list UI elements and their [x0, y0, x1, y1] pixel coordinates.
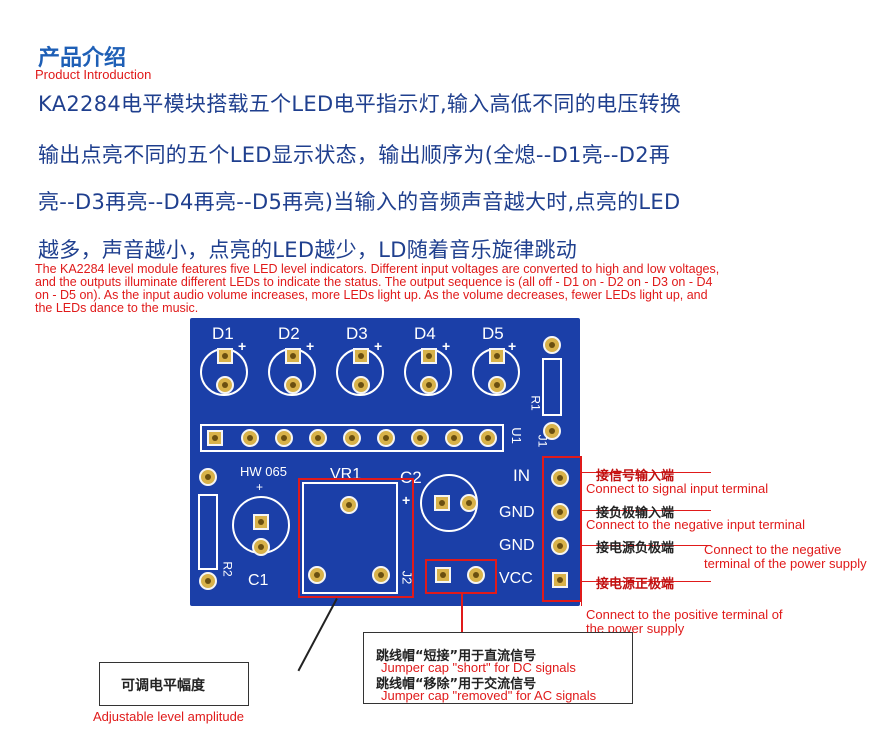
negative-input-en: Connect to the negative input terminal [586, 517, 805, 532]
pcb-board: D1 D2 D3 D4 D5 + + + + + R1 J1 U1 R2 HW … [190, 318, 580, 606]
terminal-highlight [542, 456, 582, 602]
j1-label: J1 [535, 434, 550, 448]
led-plus-2: + [306, 338, 315, 354]
power-negative-en: Connect to the negative terminal of the … [704, 542, 867, 571]
level-en: Adjustable level amplitude [93, 709, 245, 724]
signal-input-en: Connect to signal input terminal [586, 481, 769, 496]
jumper-pad [435, 567, 451, 583]
resistor-pad [543, 422, 561, 440]
jumper-short-zh: 跳线帽“短接”用于直流信号 [376, 649, 537, 664]
heading-zh: 产品介绍 [38, 46, 127, 71]
led-pad [353, 348, 369, 364]
description-zh-line-4: 越多，声音越小，点亮的LED越少，LD随着音乐旋律跳动 [38, 238, 578, 262]
level-annotation-box [99, 662, 249, 706]
ic-pad [241, 429, 259, 447]
power-positive-zh: 接电源正极端 [596, 577, 675, 592]
led-pad [216, 376, 234, 394]
jumper-leader-line [461, 594, 463, 632]
jumper-pad [467, 566, 485, 584]
pin-pad-vcc [552, 572, 568, 588]
description-zh-line-2: 输出点亮不同的五个LED显示状态，输出顺序为(全熄--D1亮--D2再 [38, 143, 671, 167]
leader-line [581, 510, 711, 511]
description-zh-line-1: KA2284电平模块搭载五个LED电平指示灯,输入高低不同的电压转换 [38, 92, 682, 116]
led-pad [284, 376, 302, 394]
pin-pad-gnd-2 [551, 537, 569, 555]
ic-pad [479, 429, 497, 447]
ic-outline [200, 424, 504, 452]
c1-pad [252, 538, 270, 556]
resistor-pad [199, 572, 217, 590]
heading-en: Product Introduction [35, 67, 152, 82]
led-pad [217, 348, 233, 364]
led-pad [285, 348, 301, 364]
negative-input-zh: 接负极输入端 [596, 506, 675, 521]
led-pad [352, 376, 370, 394]
pin-label-in: IN [513, 466, 530, 485]
led-plus-4: + [442, 338, 451, 354]
resistor-r2-outline [198, 494, 218, 570]
potentiometer-pad [372, 566, 390, 584]
level-zh: 可调电平幅度 [121, 678, 205, 694]
leader-line [581, 472, 711, 473]
resistor-r1-outline [542, 358, 562, 416]
c1-pad [253, 514, 269, 530]
c2-pad [434, 495, 450, 511]
model-label: HW 065 [240, 464, 287, 479]
pin-label-gnd-1: GND [499, 504, 535, 521]
c1-plus: + [256, 480, 264, 494]
r1-label: R1 [528, 395, 543, 411]
pin-pad-in [551, 469, 569, 487]
leader-line [581, 602, 582, 606]
ic-pad [377, 429, 395, 447]
led-label-d2: D2 [278, 324, 300, 343]
led-label-d1: D1 [212, 324, 234, 343]
jumper-annotation-box [363, 632, 633, 704]
leader-line [581, 545, 711, 546]
jumper-removed-en: Jumper cap "removed" for AC signals [381, 688, 597, 703]
pin-label-gnd-2: GND [499, 537, 535, 554]
c1-label: C1 [248, 572, 269, 589]
led-label-d5: D5 [482, 324, 504, 343]
ic-pad [343, 429, 361, 447]
led-pad [488, 376, 506, 394]
level-leader-line [297, 598, 338, 672]
potentiometer-pad [308, 566, 326, 584]
leader-line [581, 581, 711, 582]
led-label-d4: D4 [414, 324, 436, 343]
jumper-highlight [425, 559, 497, 594]
potentiometer-outline [302, 482, 398, 594]
c2-label: C2 [400, 468, 422, 487]
ic-pad [207, 430, 223, 446]
ic-pad [275, 429, 293, 447]
led-pad [421, 348, 437, 364]
description-en: The KA2284 level module features five LE… [35, 262, 720, 315]
c2-pad [460, 494, 478, 512]
pin-pad-gnd-1 [551, 503, 569, 521]
resistor-pad [543, 336, 561, 354]
ic-pad [411, 429, 429, 447]
led-pad [420, 376, 438, 394]
pin-label-vcc: VCC [499, 570, 533, 587]
jumper-removed-zh: 跳线帽“移除”用于交流信号 [376, 677, 537, 692]
ic-pad [445, 429, 463, 447]
led-label-d3: D3 [346, 324, 368, 343]
potentiometer-highlight [298, 478, 414, 598]
ic-pad [309, 429, 327, 447]
description-zh-line-3: 亮--D3再亮--D4再亮--D5再亮)当输入的音频声音越大时,点亮的LED [38, 190, 681, 214]
led-pad [489, 348, 505, 364]
c2-plus: + [402, 492, 411, 508]
led-plus-3: + [374, 338, 383, 354]
r2-label: R2 [220, 561, 235, 577]
led-plus-1: + [238, 338, 247, 354]
jumper-short-en: Jumper cap "short" for DC signals [381, 660, 576, 675]
potentiometer-pad [340, 496, 358, 514]
power-negative-zh: 接电源负极端 [596, 541, 675, 556]
signal-input-zh: 接信号输入端 [596, 469, 675, 484]
u1-label: U1 [508, 427, 524, 444]
resistor-pad [199, 468, 217, 486]
led-plus-5: + [508, 338, 517, 354]
